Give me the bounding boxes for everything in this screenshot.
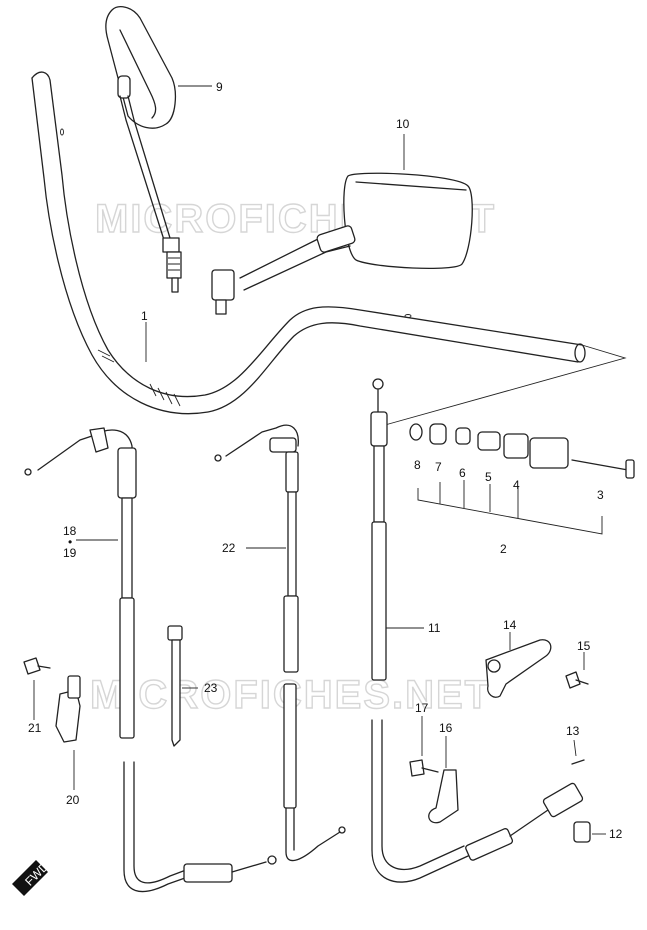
throttle-cable: [214, 424, 346, 862]
callout-20: 20: [66, 793, 80, 807]
callout-8: 8: [414, 458, 421, 472]
handlebar: [31, 71, 627, 426]
callout-15: 15: [577, 639, 591, 653]
callout-17: 17: [415, 701, 429, 715]
callout-23: 23: [204, 681, 218, 695]
small-parts: [23, 625, 591, 843]
callout-19: 19: [63, 546, 77, 560]
clutch-cable: [24, 427, 277, 893]
detail-end-weights: [409, 423, 635, 535]
callout-6: 6: [459, 466, 466, 480]
left-mirror: [105, 6, 182, 293]
callout-4: 4: [513, 478, 520, 492]
callout-10: 10: [396, 117, 410, 131]
callout-1: 1: [141, 309, 148, 323]
callout-labels: 1 2 3 4 5 6 7 8 9 10 11 12 13 14 15 16 1…: [28, 80, 623, 841]
callout-9: 9: [216, 80, 223, 94]
callout-18-dot: •: [68, 535, 72, 549]
leader-lines: [33, 85, 606, 835]
callout-2: 2: [500, 542, 507, 556]
right-mirror: [211, 172, 473, 315]
callout-21: 21: [28, 721, 42, 735]
svg-text:FWD: FWD: [22, 859, 51, 888]
callout-22: 22: [222, 541, 236, 555]
callout-3: 3: [597, 488, 604, 502]
callout-11: 11: [428, 621, 441, 635]
callout-13: 13: [566, 724, 580, 738]
callout-16: 16: [439, 721, 453, 735]
cable-11: [370, 378, 584, 883]
bracket-14: [485, 639, 552, 698]
callout-5: 5: [485, 470, 492, 484]
callout-12: 12: [609, 827, 623, 841]
callout-18: 18: [63, 524, 77, 538]
fwd-badge: FWD: [12, 859, 52, 896]
callout-7: 7: [435, 460, 442, 474]
callout-14: 14: [503, 618, 517, 632]
